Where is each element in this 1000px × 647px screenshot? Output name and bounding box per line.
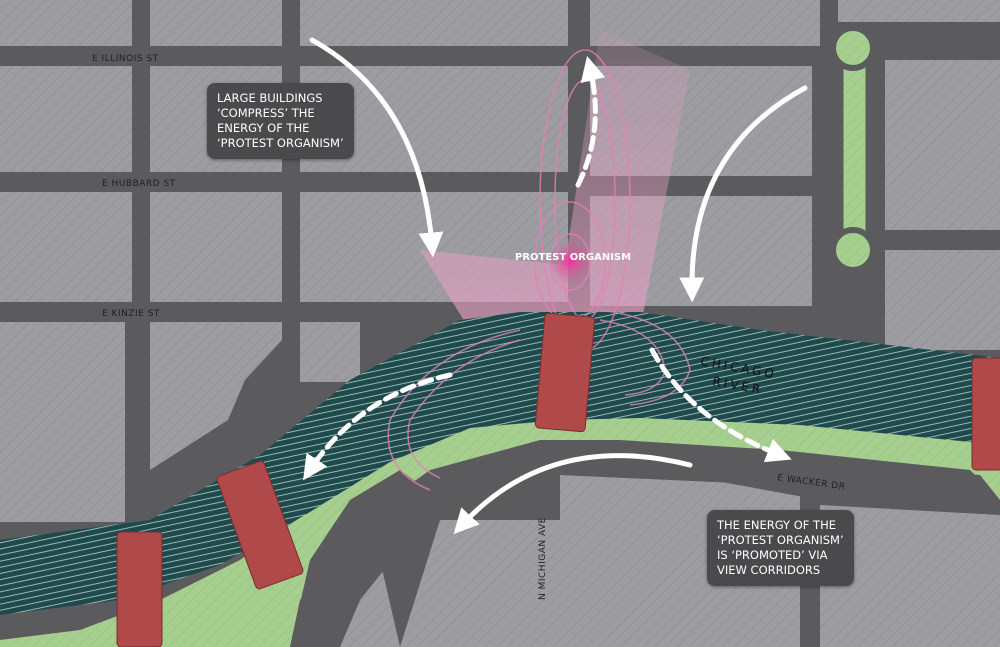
dashed-arrow [649,347,792,463]
callout-line: LARGE BUILDINGS [217,91,323,105]
callout-line: THE ENERGY OF THE [717,518,836,532]
street-label-kinzie: E KINZIE ST [102,309,160,319]
energy-arrows [303,37,808,535]
bridge [116,531,163,647]
parks [0,25,1000,647]
street-label-hubbard: E HUBBARD ST [102,179,176,189]
callout-line: ‘PROTEST ORGANISM’ [217,136,344,150]
dashed-arrow [303,372,453,481]
callout-line: ‘COMPRESS’ THE [217,106,315,120]
callout-line: ENERGY OF THE [217,121,310,135]
bridge [971,357,1000,471]
promote-arrow [453,453,693,535]
road-diagonal [290,470,440,647]
bridge [534,312,596,433]
street-label-michigan: N MICHIGAN AVE [538,517,548,600]
street-label-illinois: E ILLINOIS ST [92,54,159,64]
bridge [216,460,304,590]
callout-line: VIEW CORRIDORS [717,563,821,577]
protest-organism-marker [548,240,592,284]
bridges [116,312,1000,647]
protest-organism-label: PROTEST ORGANISM [515,252,631,263]
compress-arrow [309,37,444,258]
callout-line: IS ‘PROMOTED’ VIA [717,548,828,562]
callout-promote: THE ENERGY OF THE ‘PROTEST ORGANISM’ IS … [707,510,854,586]
energy-cone [420,30,690,330]
callout-line: ‘PROTEST ORGANISM’ [717,533,844,547]
callout-compress: LARGE BUILDINGS ‘COMPRESS’ THE ENERGY OF… [207,83,354,159]
wacker-drive [450,445,1000,512]
dashed-arrow [575,55,606,188]
compress-arrow [679,85,808,303]
